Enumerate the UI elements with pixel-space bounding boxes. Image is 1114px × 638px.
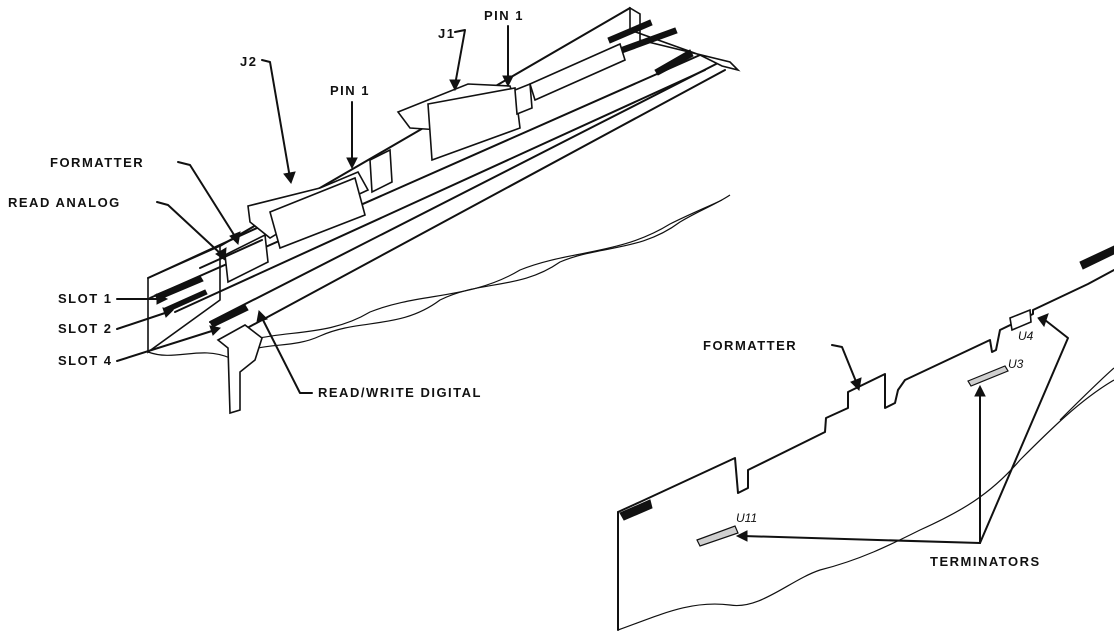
leader-terminators-u4 <box>979 319 1069 544</box>
cage-rail-mid <box>174 69 706 313</box>
cage-inner-wave <box>249 199 723 341</box>
label-slot2: SLOT 2 <box>58 321 113 336</box>
cage-front-bracket <box>216 324 263 415</box>
label-formatter-right: FORMATTER <box>703 338 797 353</box>
arrow-formatter-right <box>850 377 862 392</box>
pin1-divider-lower <box>369 148 393 194</box>
label-slot4: SLOT 4 <box>58 353 113 368</box>
board-left-guide <box>619 499 653 521</box>
leader-formatter-left <box>177 161 237 239</box>
cage-rail-slot4 <box>209 61 721 323</box>
formatter-board-cutaway-2 <box>1059 367 1114 421</box>
leader-formatter-right <box>831 344 858 385</box>
arrow-slot4 <box>209 325 222 336</box>
arrow-pin1-upper <box>502 75 514 88</box>
arrow-formatter-left <box>229 231 241 246</box>
label-read-analog: READ ANALOG <box>8 195 121 210</box>
cage-rear-panel <box>529 42 626 102</box>
leader-slot4 <box>116 329 216 362</box>
formatter-board-top-edge <box>617 269 1114 513</box>
arrow-j1 <box>449 79 461 92</box>
chip-u3 <box>967 365 1009 387</box>
leader-read-analog <box>156 201 223 256</box>
formatter-board-cutaway <box>617 379 1114 631</box>
arrow-slot2 <box>162 307 175 318</box>
cage-left-wall-top <box>147 221 271 279</box>
pin1-divider-upper <box>514 82 533 116</box>
label-u11: U11 <box>736 511 757 525</box>
arrow-terminators-u4 <box>1037 313 1049 328</box>
slot-guide-r1 <box>607 19 653 44</box>
j1-connector-body <box>427 87 521 162</box>
arrow-terminators-u3 <box>974 384 986 397</box>
label-u3: U3 <box>1008 357 1024 371</box>
arrow-terminators-u11 <box>735 530 748 542</box>
board-right-guide <box>1079 245 1114 270</box>
formatter-board-edge <box>224 233 269 284</box>
j2-connector-body <box>269 176 366 250</box>
arrow-pin1-lower <box>346 157 358 170</box>
arrow-j2 <box>283 171 296 185</box>
label-pin1-upper: PIN 1 <box>484 8 524 23</box>
label-terminators: TERMINATORS <box>930 554 1041 569</box>
label-read-write-digital: READ/WRITE DIGITAL <box>318 385 482 400</box>
label-u4: U4 <box>1018 329 1034 343</box>
label-j1: J1 <box>438 26 455 41</box>
label-formatter-left: FORMATTER <box>50 155 144 170</box>
leader-j2 <box>261 59 291 179</box>
label-j2: J2 <box>240 54 257 69</box>
arrow-read-analog <box>215 247 227 261</box>
right-callouts: FORMATTER TERMINATORS <box>703 313 1069 569</box>
label-slot1: SLOT 1 <box>58 291 113 306</box>
left-callouts: J1 PIN 1 J2 PIN 1 FORMATTER READ ANALOG … <box>8 8 524 400</box>
formatter-board: U4 U3 U11 <box>617 245 1114 631</box>
leader-slot2 <box>116 311 169 330</box>
chip-u11 <box>696 525 739 547</box>
slot-guide-r4 <box>654 49 694 76</box>
card-cage <box>147 6 741 415</box>
leader-read-write-digital <box>261 317 313 394</box>
read-analog-board-edge <box>199 239 263 269</box>
cage-rail-low <box>224 69 726 341</box>
arrow-slot1 <box>156 293 169 305</box>
chip-u4 <box>1009 308 1032 332</box>
slot-guide-4 <box>209 304 249 328</box>
leader-j1 <box>454 29 466 86</box>
arrow-read-write-digital <box>256 309 268 323</box>
label-pin1-lower: PIN 1 <box>330 83 370 98</box>
leader-terminators-u11 <box>742 535 981 544</box>
